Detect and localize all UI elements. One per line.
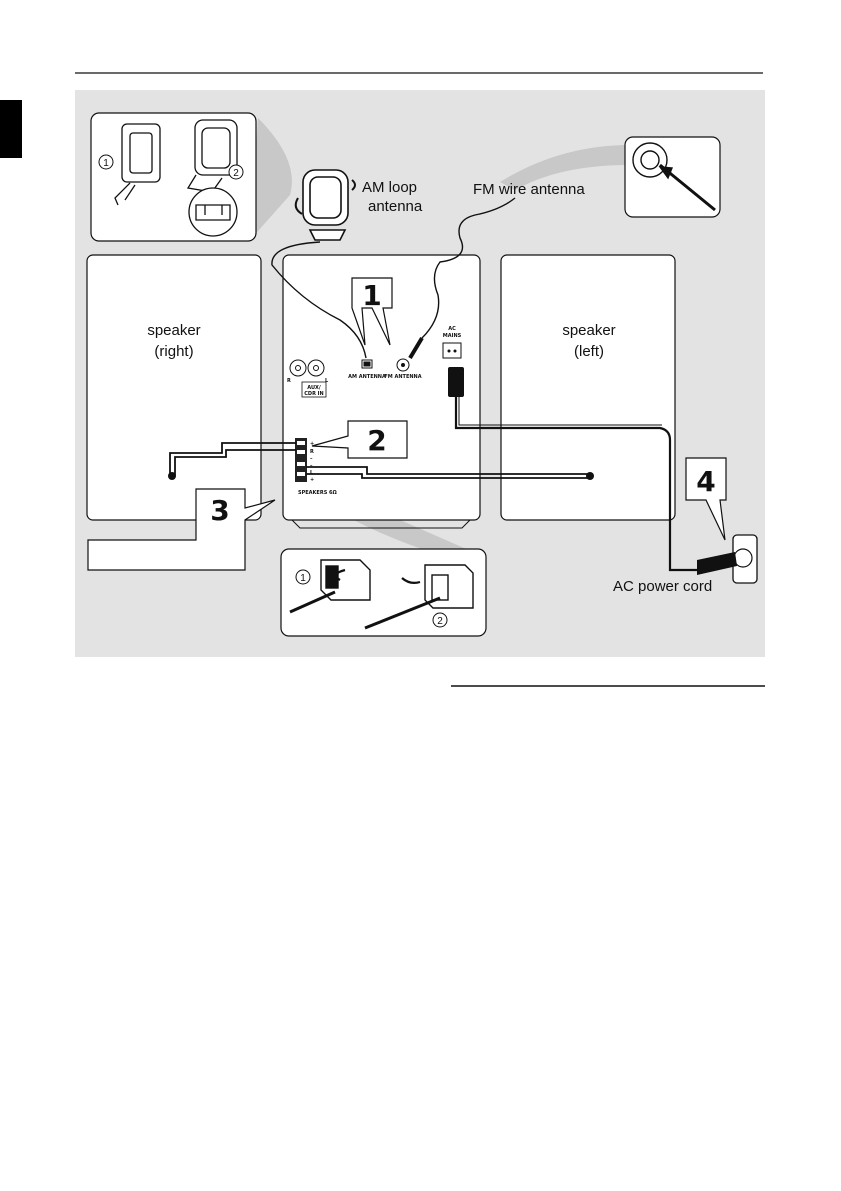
speaker-right-label-line1: speaker bbox=[147, 322, 200, 339]
fm-antenna-panel-label: FM ANTENNA bbox=[384, 374, 421, 380]
am-loop-label-line2: antenna bbox=[368, 198, 423, 215]
speaker-left bbox=[501, 255, 675, 520]
side-tab bbox=[0, 100, 22, 158]
speaker-right-label-line2: (right) bbox=[154, 343, 193, 360]
speaker-right bbox=[87, 255, 261, 520]
ac-power-cord-label: AC power cord bbox=[613, 578, 712, 595]
step-1-number: 1 bbox=[362, 279, 381, 312]
am-loop-label-line1: AM loop bbox=[362, 179, 417, 196]
step-2-number: 2 bbox=[367, 424, 386, 457]
aux-jack-right bbox=[290, 360, 306, 376]
terminal-r: R bbox=[310, 449, 314, 455]
terminal-inset-step2-label: 2 bbox=[437, 616, 443, 627]
am-inset-step1-label: 1 bbox=[103, 158, 109, 169]
speaker-left-label-line2: (left) bbox=[574, 343, 604, 360]
ac-mains-pin-1 bbox=[448, 350, 451, 353]
aux-r-label: R bbox=[287, 378, 291, 384]
am-antenna-terminal bbox=[362, 360, 372, 368]
aux-jack-left bbox=[308, 360, 324, 376]
ac-mains-label-line2: MAINS bbox=[443, 333, 462, 339]
speaker-right-connector bbox=[168, 472, 176, 480]
ac-mains-socket bbox=[443, 343, 461, 358]
step-3-number: 3 bbox=[210, 494, 229, 527]
speaker-left-label-line1: speaker bbox=[562, 322, 615, 339]
am-inset-step2-label: 2 bbox=[233, 168, 239, 179]
fm-antenna-socket-core bbox=[401, 363, 405, 367]
speaker-left-connector bbox=[586, 472, 594, 480]
am-antenna-panel-label: AM ANTENNA bbox=[348, 374, 386, 380]
terminal-inset-step1-label: 1 bbox=[300, 573, 306, 584]
fm-wire-label: FM wire antenna bbox=[473, 181, 585, 198]
ac-plug-on-unit bbox=[448, 367, 464, 397]
ac-mains-label-line1: AC bbox=[448, 326, 456, 332]
ac-mains-pin-2 bbox=[454, 350, 457, 353]
terminal-plus-l: + bbox=[310, 477, 314, 483]
step-4-number: 4 bbox=[696, 465, 715, 498]
speakers-panel-label: SPEAKERS 6Ω bbox=[298, 490, 338, 496]
aux-label-line2: CDR IN bbox=[304, 391, 323, 397]
